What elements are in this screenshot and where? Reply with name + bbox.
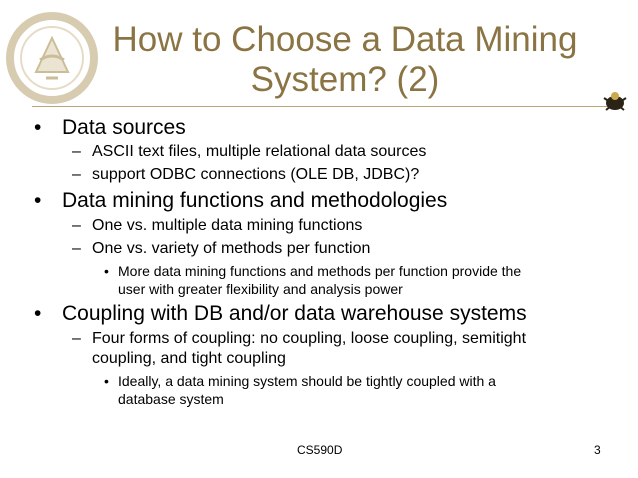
bullet-marker: • (34, 189, 42, 212)
sub-sub-bullet-marker: • (104, 373, 109, 389)
sub-bullet-marker: – (72, 330, 81, 347)
sub-bullet-odbc: support ODBC connections (OLE DB, JDBC)? (92, 166, 420, 183)
title-line-1: How to Choose a Data Mining (112, 20, 578, 59)
sub-sub-bullet-tightly-coupled-line-1: Ideally, a data mining system should be … (118, 373, 496, 389)
sub-bullet-four-forms-line-2: coupling, and tight coupling (92, 350, 286, 367)
title-divider (32, 106, 622, 107)
sub-bullet-ascii-files: ASCII text files, multiple relational da… (92, 143, 427, 160)
bullet-data-sources: Data sources (62, 116, 186, 139)
bullet-coupling: Coupling with DB and/or data warehouse s… (62, 302, 527, 325)
title-line-2: System? (2) (250, 60, 440, 99)
sub-bullet-marker: – (72, 143, 81, 160)
sub-bullet-one-vs-multiple: One vs. multiple data mining functions (92, 217, 363, 234)
sub-sub-bullet-flexibility-line-2: user with greater flexibility and analys… (118, 281, 403, 297)
boilermaker-bug-icon (603, 92, 627, 111)
sub-sub-bullet-marker: • (104, 263, 109, 279)
slide-title: How to Choose a Data Mining System? (2) (110, 20, 580, 100)
sub-bullet-marker: – (72, 166, 81, 183)
sub-sub-bullet-flexibility-line-1: More data mining functions and methods p… (118, 263, 522, 279)
footer-page-number: 3 (594, 443, 601, 457)
sub-bullet-marker: – (72, 240, 81, 257)
bullet-marker: • (34, 302, 42, 325)
sub-bullet-marker: – (72, 217, 81, 234)
bullet-functions-methodologies: Data mining functions and methodologies (62, 189, 448, 212)
university-seal-icon (6, 12, 98, 104)
footer-course: CS590D (297, 443, 343, 457)
sub-bullet-one-vs-variety: One vs. variety of methods per function (92, 240, 371, 257)
sub-bullet-four-forms-line-1: Four forms of coupling: no coupling, loo… (92, 330, 527, 347)
bullet-marker: • (34, 116, 42, 139)
sub-sub-bullet-tightly-coupled-line-2: database system (118, 391, 224, 407)
